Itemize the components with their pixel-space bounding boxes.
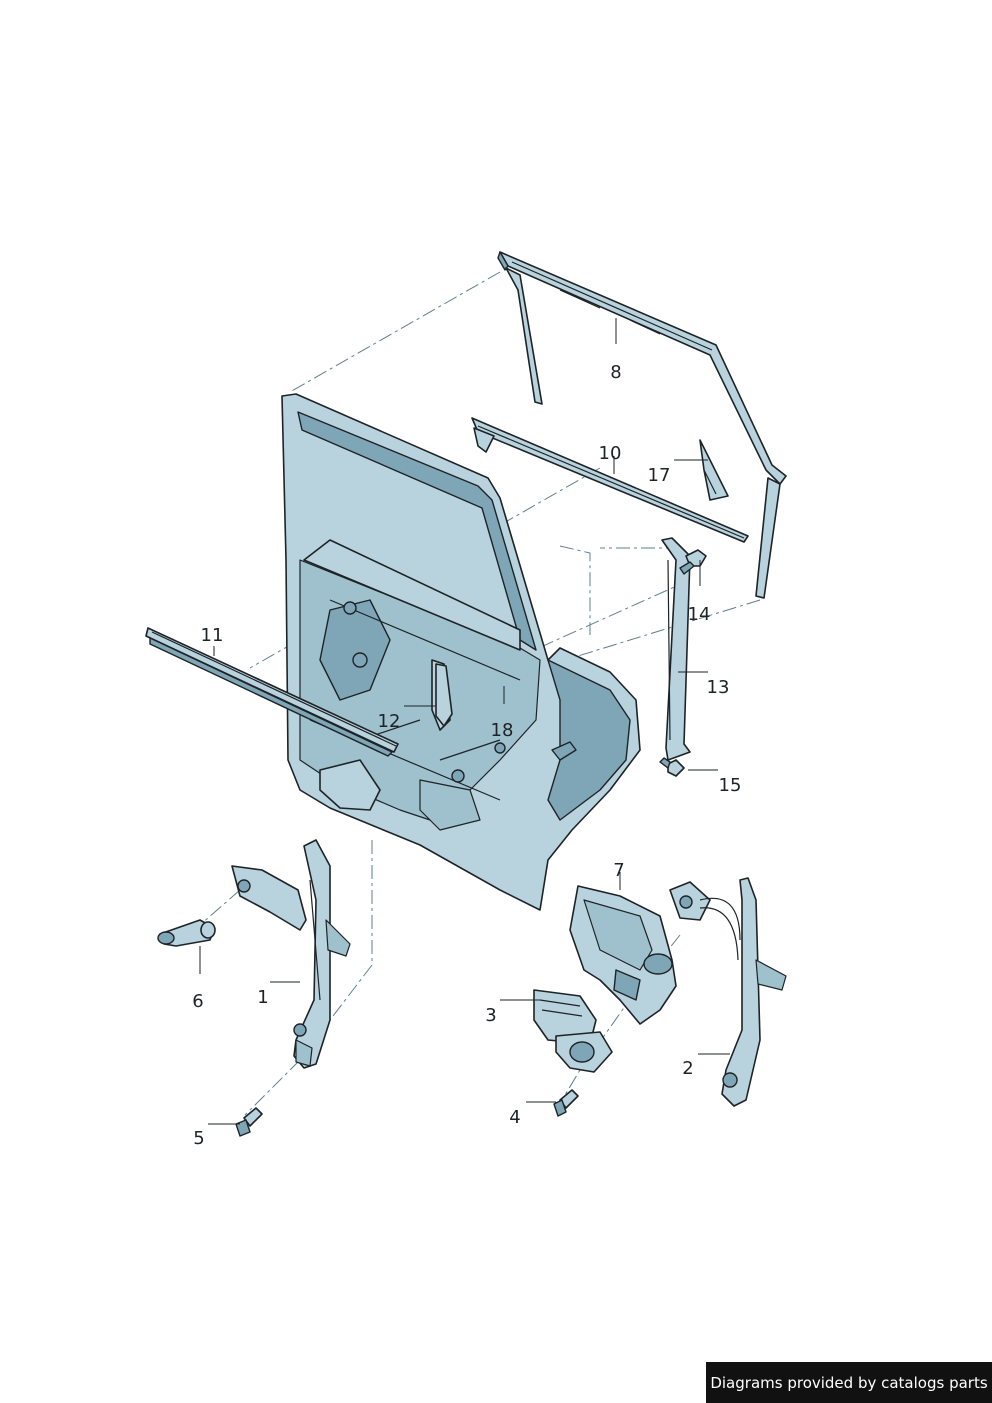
callout-18: 18 — [491, 720, 514, 741]
window-regulator-1 — [231, 839, 351, 1069]
callout-12: 12 — [378, 711, 401, 732]
callout-13: 13 — [707, 677, 730, 698]
callout-4: 4 — [509, 1107, 520, 1128]
screw-4 — [553, 1089, 579, 1117]
callout-3: 3 — [485, 1005, 496, 1026]
pillar-trim-13 — [661, 537, 691, 761]
footer-credit: Diagrams provided by catalogs parts — [706, 1362, 992, 1403]
window-regulator-2 — [669, 877, 787, 1107]
screw-14 — [679, 549, 707, 575]
callout-11: 11 — [201, 625, 224, 646]
window-crank-6 — [157, 919, 216, 947]
belt-moulding-11 — [145, 627, 399, 757]
corner-trim-17 — [699, 439, 729, 501]
bolt-5 — [235, 1107, 263, 1137]
leader-lines — [199, 318, 730, 1125]
callout-10: 10 — [599, 443, 622, 464]
window-motor-3 — [533, 989, 613, 1073]
callout-2: 2 — [682, 1058, 693, 1079]
callout-6: 6 — [192, 991, 203, 1012]
window-strip-10 — [471, 417, 749, 543]
callout-1: 1 — [257, 987, 268, 1008]
callout-15: 15 — [719, 775, 742, 796]
callout-numbers: 8 10 17 11 14 13 12 18 15 7 1 6 3 2 4 5 — [192, 362, 741, 1149]
screw-15 — [659, 757, 685, 777]
callout-17: 17 — [648, 465, 671, 486]
window-channel-8 — [497, 251, 787, 599]
bracket-12 — [435, 663, 453, 727]
door-inner-panel — [281, 393, 641, 911]
control-unit-7 — [569, 885, 677, 1025]
callout-8: 8 — [610, 362, 621, 383]
callout-5: 5 — [193, 1128, 204, 1149]
callout-14: 14 — [688, 604, 711, 625]
callout-7: 7 — [613, 860, 624, 881]
